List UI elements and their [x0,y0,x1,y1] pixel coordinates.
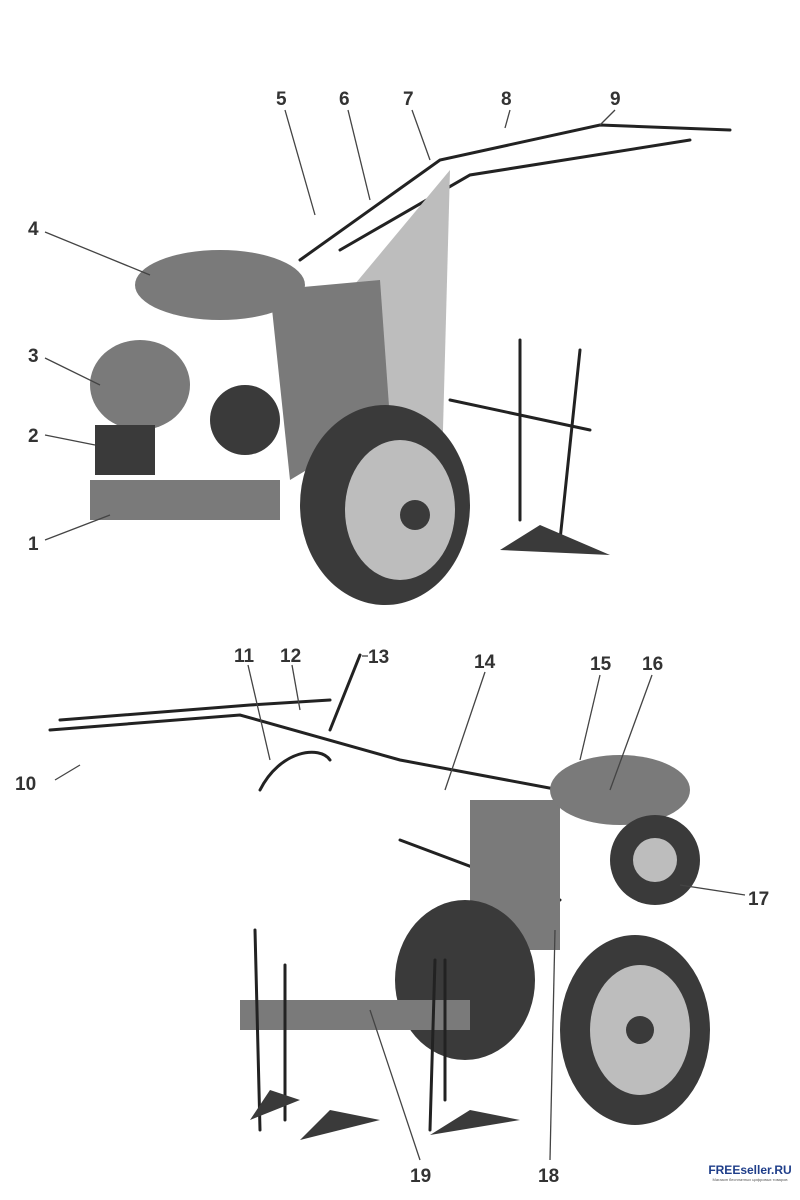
callout-12: 12 [280,646,301,711]
svg-text:9: 9 [610,89,621,110]
svg-text:16: 16 [642,654,663,675]
callout-8: 8 [501,89,512,129]
svg-text:3: 3 [28,346,39,367]
watermark-brand: FREEseller [708,1163,772,1177]
handlebar-top [298,123,732,262]
callout-10: 10 [15,764,81,795]
watermark-domain: .RU [771,1163,792,1177]
watermark-subtitle: Магазин бесплатных цифровых товаров [712,1177,788,1182]
fuel-tank-bottom [550,755,690,825]
callout-7: 7 [403,89,431,161]
callout-17: 17 [679,884,769,910]
svg-text:15: 15 [590,654,612,675]
watermark-logo: FREEseller.RU Магазин бесплатных цифровы… [700,1163,800,1182]
callout-13: 13 [362,647,389,668]
bottom-tractor-illustration [48,653,710,1140]
svg-text:7: 7 [403,89,414,110]
callout-2: 2 [28,426,96,447]
svg-text:12: 12 [280,646,301,667]
svg-text:6: 6 [339,89,350,110]
svg-text:10: 10 [15,774,36,795]
svg-text:13: 13 [368,647,389,668]
svg-text:14: 14 [474,652,496,673]
callout-14: 14 [444,652,496,791]
svg-text:11: 11 [234,646,255,667]
callout-19: 19 [369,1009,431,1187]
top-tractor-illustration [90,123,732,605]
callout-5: 5 [276,89,316,216]
callout-16: 16 [609,654,663,791]
svg-text:18: 18 [538,1166,559,1187]
callout-3: 3 [28,346,101,386]
svg-text:19: 19 [410,1166,431,1187]
callout-9: 9 [599,89,621,126]
callout-4: 4 [28,219,151,276]
svg-text:8: 8 [501,89,512,110]
callout-1: 1 [28,514,111,555]
svg-text:2: 2 [28,426,39,447]
svg-text:1: 1 [28,534,39,555]
callout-15: 15 [579,654,612,761]
svg-text:17: 17 [748,889,769,910]
callout-11: 11 [234,646,271,761]
svg-text:5: 5 [276,89,287,110]
fuel-tank-top [135,250,305,320]
callout-18: 18 [538,929,559,1187]
svg-text:4: 4 [28,219,39,240]
callout-6: 6 [339,89,371,201]
